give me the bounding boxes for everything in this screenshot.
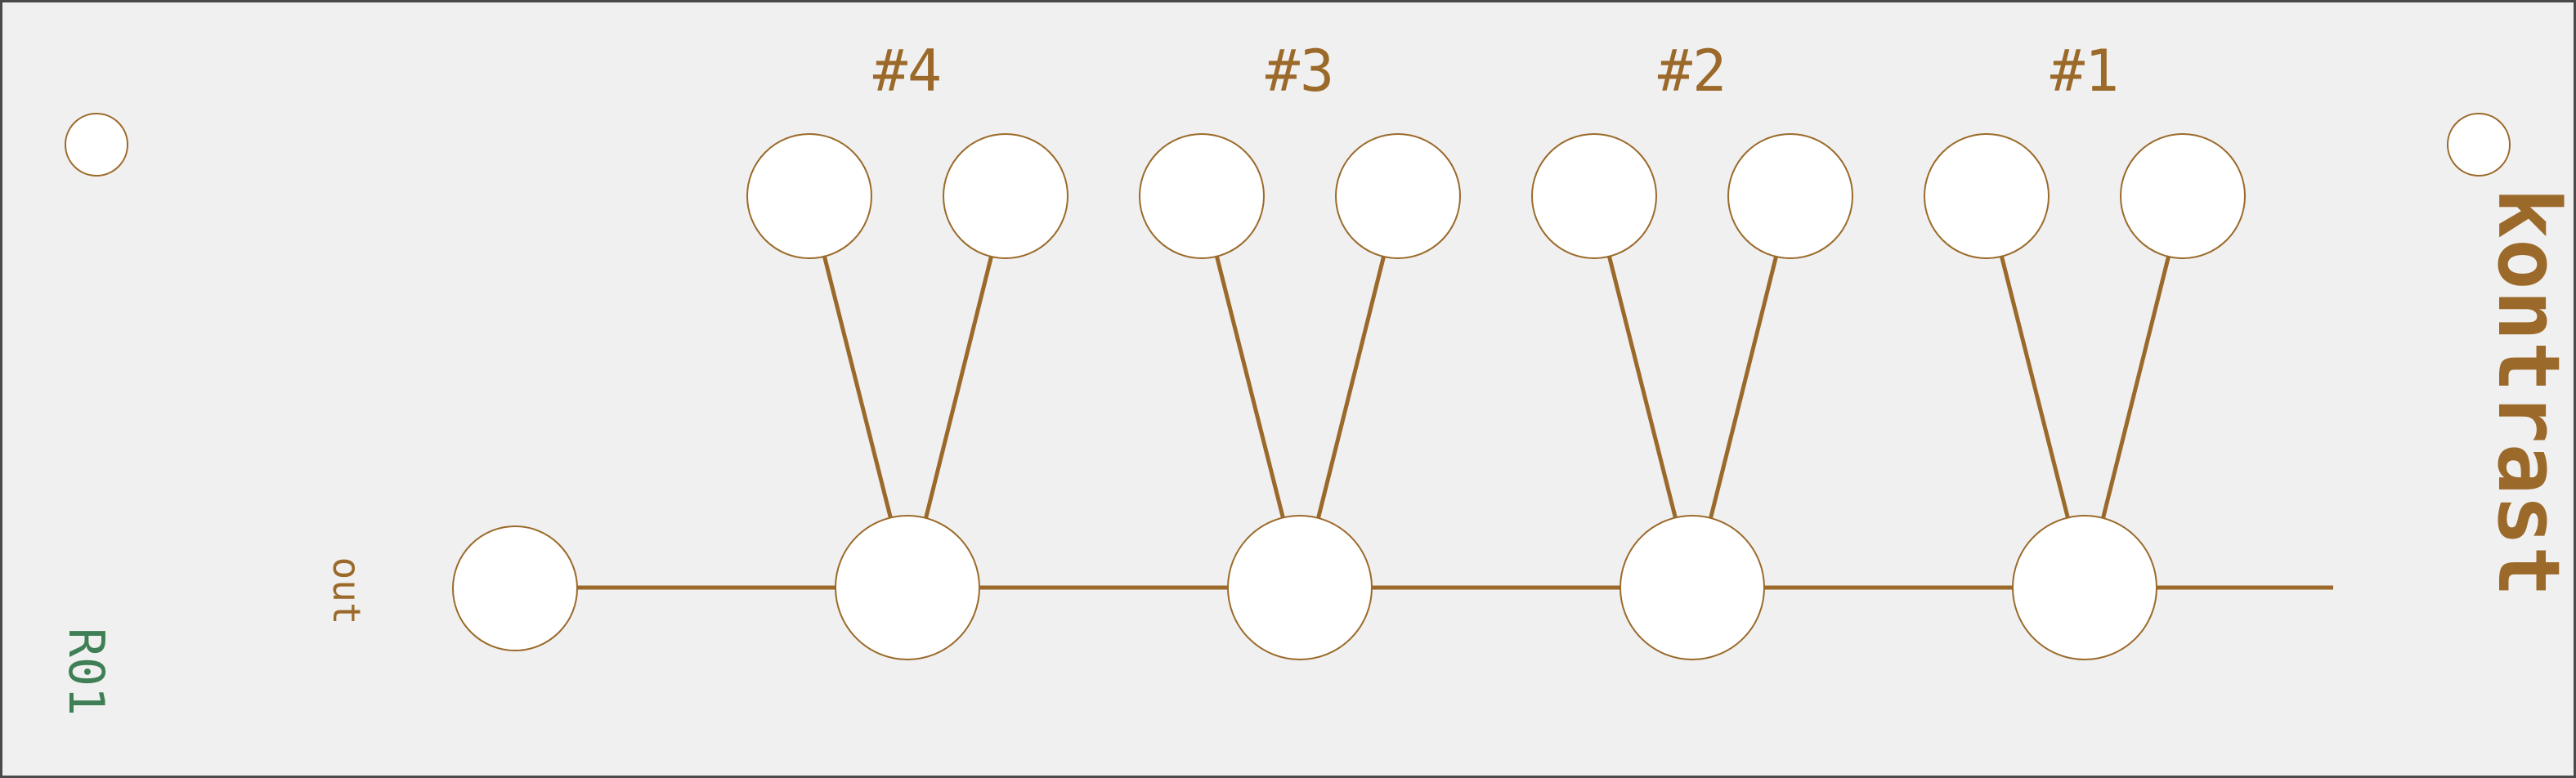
input-jack-b[interactable]	[1727, 133, 1853, 259]
channel-knob[interactable]	[1227, 515, 1373, 660]
channel-knob[interactable]	[1620, 515, 1765, 660]
output-jack[interactable]	[452, 525, 578, 651]
trace-right	[2100, 254, 2171, 521]
trace-right	[1315, 254, 1387, 521]
input-jack-b[interactable]	[1335, 133, 1461, 259]
mounting-hole-left	[65, 113, 128, 177]
trace-left	[822, 254, 894, 521]
input-jack-a[interactable]	[1531, 133, 1657, 259]
revision-label: R01	[57, 628, 114, 716]
channel-group-2: #2	[1531, 38, 1853, 660]
channel-knob[interactable]	[2012, 515, 2157, 660]
channel-label: #3	[1266, 38, 1334, 105]
channel-label: #4	[873, 38, 942, 105]
output-label: out	[325, 557, 369, 624]
trace-right	[923, 254, 994, 521]
input-jack-b[interactable]	[2120, 133, 2246, 259]
input-jack-a[interactable]	[1139, 133, 1265, 259]
channel-label: #2	[1658, 38, 1727, 105]
trace-left	[1214, 254, 1286, 521]
channel-label: #1	[2050, 38, 2119, 105]
input-jack-a[interactable]	[1924, 133, 2050, 259]
mounting-hole-right	[2447, 113, 2511, 177]
input-jack-b[interactable]	[943, 133, 1068, 259]
channel-group-3: #3	[1139, 38, 1461, 660]
module-title: kontrast	[2479, 188, 2576, 597]
channel-knob[interactable]	[835, 515, 980, 660]
input-jack-a[interactable]	[746, 133, 872, 259]
trace-left	[1606, 254, 1678, 521]
channel-group-4: #4	[746, 38, 1068, 660]
channel-group-1: #1	[1924, 38, 2246, 660]
trace-left	[1999, 254, 2071, 521]
trace-right	[1708, 254, 1779, 521]
